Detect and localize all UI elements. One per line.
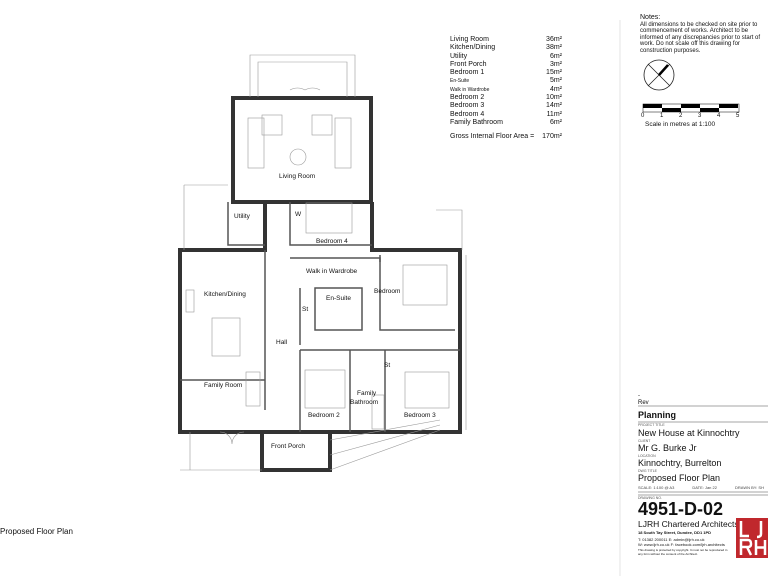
notes-heading: Notes: <box>640 14 661 21</box>
living-room-walls <box>231 96 373 204</box>
room-label: Living Room <box>279 173 316 180</box>
interior-walls <box>180 202 460 432</box>
area-row: Kitchen/Dining 38m² <box>450 44 562 52</box>
firm-name: LJRH Chartered Architects <box>638 519 739 529</box>
room-area: 14m² <box>546 102 562 110</box>
room-area: 11m² <box>546 110 562 118</box>
tick: 2 <box>679 113 683 119</box>
room-label: Bathroom <box>350 399 379 406</box>
tick: 1 <box>660 113 664 119</box>
scale: SCALE: 1:100 @ A3 <box>638 485 675 490</box>
project-title-label: PROJECT TITLE <box>638 423 665 427</box>
room-label: Kitchen/Dining <box>204 291 246 298</box>
room-label: St <box>384 362 391 369</box>
room-area: 5m² <box>549 77 562 85</box>
room-label: Bedroom 2 <box>308 412 340 419</box>
room-label: Family Room <box>204 382 243 389</box>
gross-area: Gross Internal Floor Area = 170m² <box>450 133 562 141</box>
room-name: Bedroom 4 <box>450 110 485 118</box>
room-area: 10m² <box>546 94 562 102</box>
tick: 5 <box>736 113 740 119</box>
room-label: Family <box>357 390 377 397</box>
room-label: Bedroom 3 <box>404 412 436 419</box>
outer-walls <box>178 202 462 434</box>
room-name: Kitchen/Dining <box>450 44 496 52</box>
room-area: 3m² <box>549 60 562 68</box>
room-area: 6m² <box>549 118 562 126</box>
status: Planning <box>638 410 676 420</box>
area-row: Living Room 36m² <box>450 36 562 44</box>
firm-contact-1: T: 01382 200011 E: admin@ljrh.co.uk <box>638 537 705 542</box>
room-area: 4m² <box>549 85 562 93</box>
room-label: Bedroom <box>374 288 401 295</box>
area-row: Bedroom 4 11m² <box>450 111 562 119</box>
room-label: W <box>295 211 302 218</box>
location-label: LOCATION <box>638 454 656 458</box>
tick: 0 <box>641 113 645 119</box>
client-label: CLIENT <box>638 439 651 443</box>
ljrh-logo <box>736 518 768 558</box>
drawing-no-label: DRAWING NO. <box>638 496 662 500</box>
room-label: Walk in Wardrobe <box>306 268 358 275</box>
room-name: Bedroom 2 <box>450 94 485 102</box>
drawing-caption: Proposed Floor Plan <box>0 527 73 536</box>
room-name: Family Bathroom <box>450 118 503 126</box>
rev-dash: - <box>638 393 640 399</box>
area-row: En-Suite 5m² <box>450 77 562 85</box>
gross-label: Gross Internal Floor Area = <box>450 133 535 141</box>
notes-text: All dimensions to be checked on site pri… <box>640 21 761 54</box>
notes: Notes: All dimensions to be checked on s… <box>640 14 768 54</box>
room-name: Bedroom 1 <box>450 69 485 77</box>
firm-contact-2: W: www.ljrh.co.uk F: facebook.com/ljrh.a… <box>638 542 725 547</box>
disclaimer: This drawing is protected by copyright. … <box>638 548 728 556</box>
area-row: Utility 6m² <box>450 53 562 61</box>
date: DATE: Jan 22 <box>692 485 717 490</box>
room-name: En-Suite <box>450 78 470 85</box>
area-row: Bedroom 2 10m² <box>450 94 562 102</box>
room-area: 36m² <box>546 36 562 43</box>
area-row: Front Porch 3m² <box>450 61 562 69</box>
room-name: Living Room <box>450 36 489 43</box>
room-name: Bedroom 3 <box>450 102 485 110</box>
room-label: Utility <box>234 213 250 220</box>
tick: 4 <box>717 113 721 119</box>
room-name: Front Porch <box>450 60 487 68</box>
project-title: New House at Kinnochtry <box>638 428 740 438</box>
client: Mr G. Burke Jr <box>638 443 697 453</box>
room-area: 15m² <box>546 69 562 77</box>
drawing-number: 4951-D-02 <box>638 499 724 519</box>
room-name: Walk in Wardrobe <box>450 86 490 93</box>
title-block-rules <box>619 20 768 576</box>
drawn-by: DRAWN BY: SH <box>735 485 764 490</box>
gross-value: 170m² <box>542 133 562 141</box>
area-row: Walk in Wardrobe 4m² <box>450 86 562 94</box>
room-label: Front Porch <box>271 443 305 450</box>
room-name: Utility <box>450 52 468 60</box>
tick: 3 <box>698 113 702 119</box>
drawing-title: Proposed Floor Plan <box>638 473 721 483</box>
area-row: Bedroom 1 15m² <box>450 69 562 77</box>
room-area: 6m² <box>549 52 562 60</box>
area-row: Family Bathroom 6m² <box>450 119 562 127</box>
room-label: St <box>302 306 309 313</box>
room-label: En-Suite <box>326 295 351 302</box>
drawing-title-label: DWG TITLE <box>638 469 657 473</box>
room-area: 38m² <box>546 44 562 52</box>
ljrh-logo-mark <box>739 521 767 556</box>
room-label: Bedroom 4 <box>316 238 348 245</box>
room-label: Hall <box>276 339 288 346</box>
drawing-meta: SCALE: 1:100 @ A3 DATE: Jan 22 DRAWN BY:… <box>638 485 764 490</box>
area-schedule: Living Room 36m² Kitchen/Dining 38m² Utili… <box>450 36 562 142</box>
scale-label: Scale in metres at 1:100 <box>645 121 716 128</box>
rev-label: Rev <box>638 400 649 406</box>
furniture-and-landscaping <box>180 54 467 471</box>
porch-walls <box>260 430 332 472</box>
north-arrow-icon <box>643 59 675 91</box>
firm-address: 18 South Tay Street, Dundee, DD1 1PD <box>638 530 712 535</box>
scale-bar-graphic <box>642 103 740 113</box>
area-row: Bedroom 3 14m² <box>450 102 562 110</box>
location: Kinnochtry, Burrelton <box>638 458 722 468</box>
